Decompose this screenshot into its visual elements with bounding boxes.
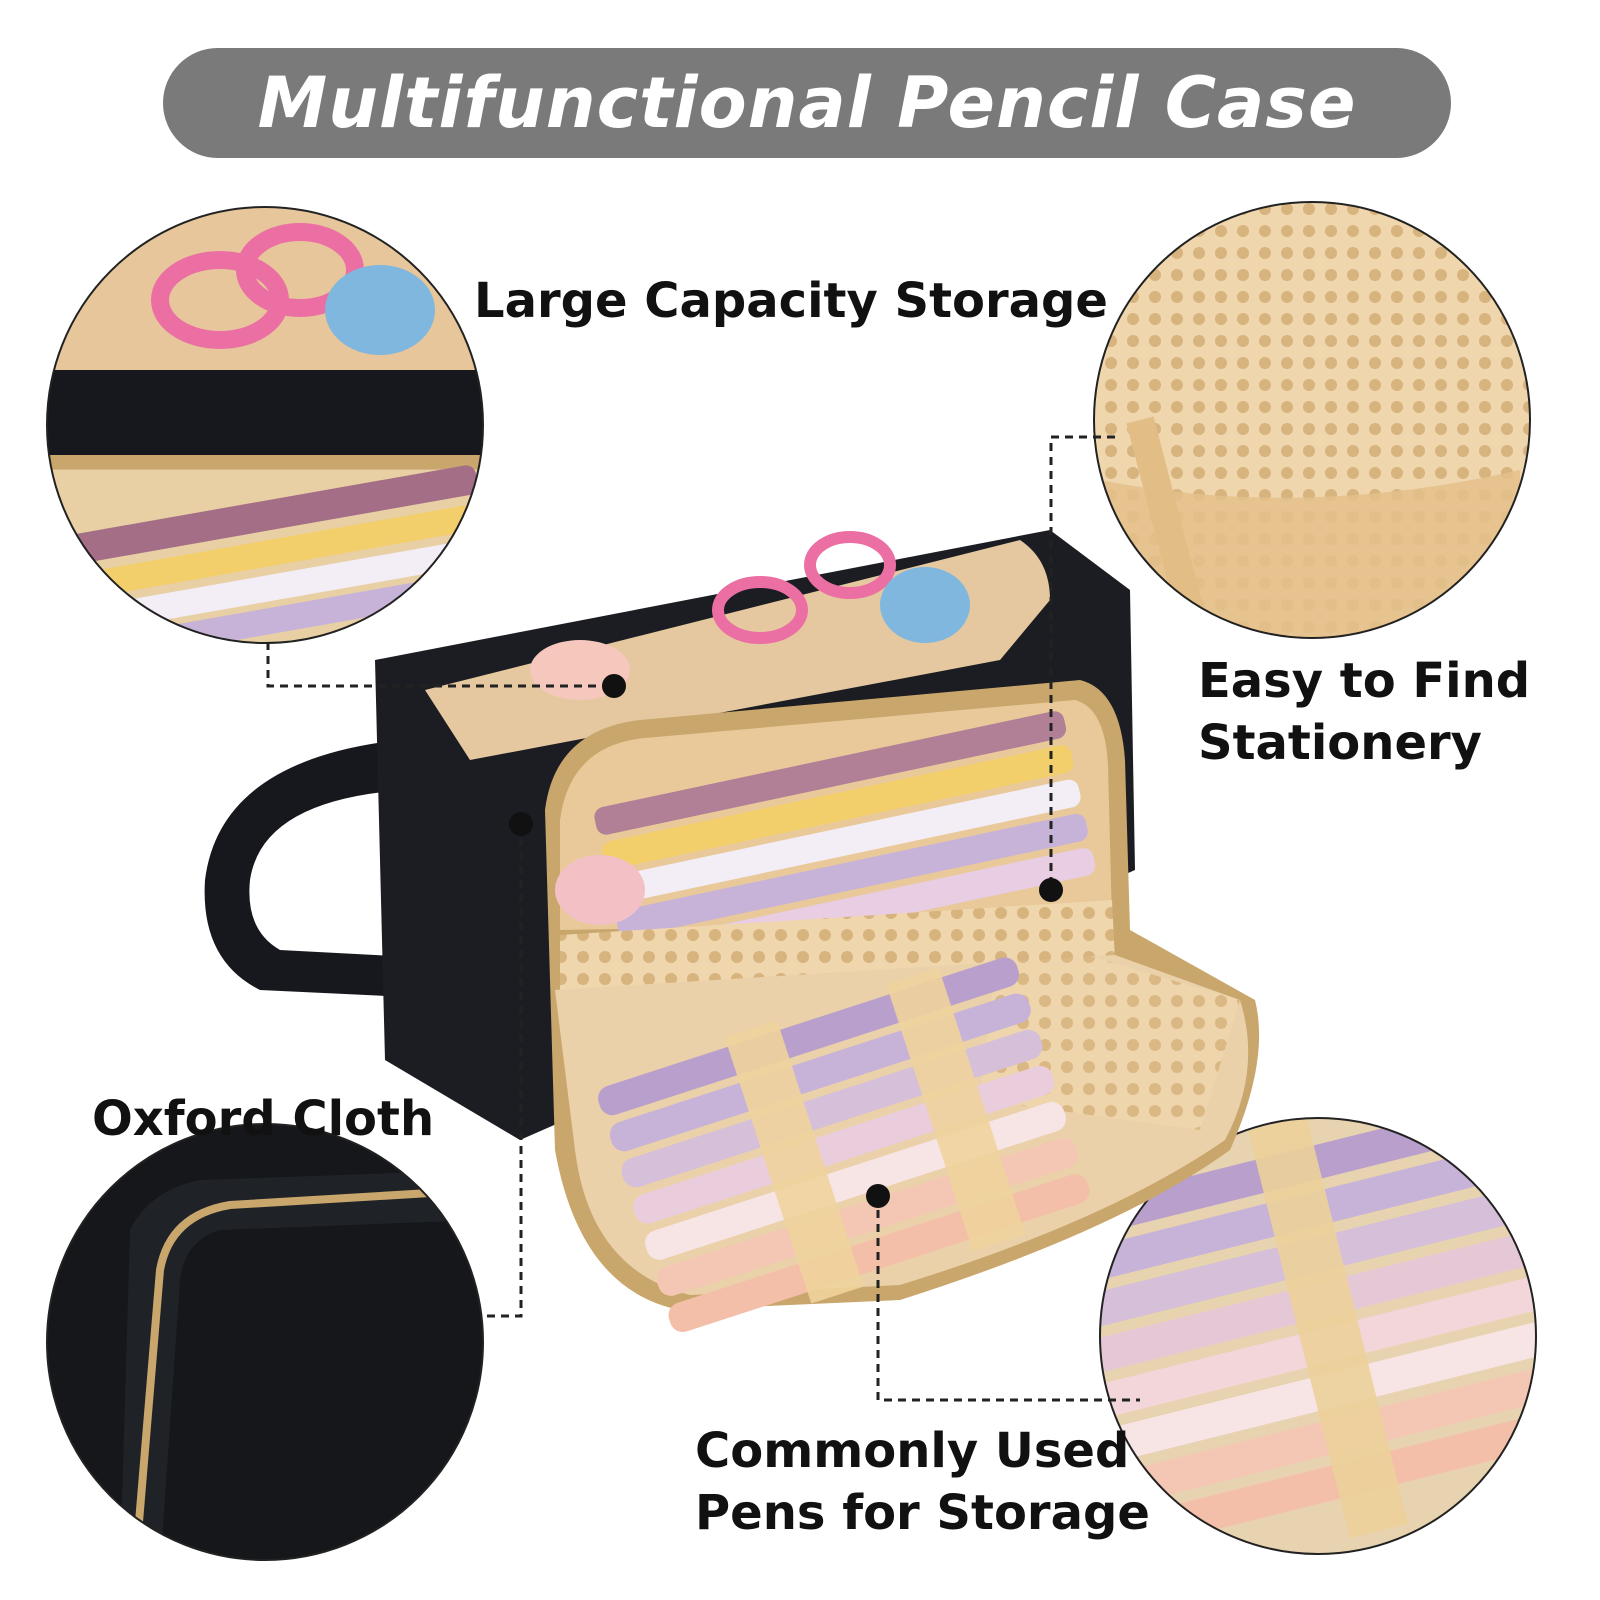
callout-lines: [266, 435, 1140, 1402]
label-easy-to-find-line1: Easy to Find: [1198, 653, 1531, 709]
label-oxford-cloth-text: Oxford Cloth: [92, 1091, 435, 1147]
label-large-capacity-text: Large Capacity Storage: [474, 273, 1108, 329]
pencil-case-main: [204, 530, 1260, 1333]
inset-pens: [1100, 1118, 1536, 1554]
page-title: Multifunctional Pencil Case: [257, 62, 1357, 144]
label-large-capacity: Large Capacity Storage: [474, 270, 1108, 332]
label-oxford-cloth: Oxford Cloth: [92, 1088, 434, 1150]
label-pens-storage-line2: Pens for Storage: [695, 1485, 1150, 1542]
inset-large-capacity: [47, 207, 483, 643]
label-easy-to-find: Easy to Find Stationery: [1198, 650, 1530, 775]
inset-mesh-pocket: [1094, 202, 1530, 638]
callout-dots: [509, 674, 1063, 1208]
label-pens-storage: Commonly Used Pens for Storage: [695, 1420, 1150, 1545]
title-banner: Multifunctional Pencil Case: [163, 48, 1451, 158]
label-pens-storage-line1: Commonly Used: [695, 1423, 1130, 1479]
label-easy-to-find-line2: Stationery: [1198, 715, 1482, 772]
